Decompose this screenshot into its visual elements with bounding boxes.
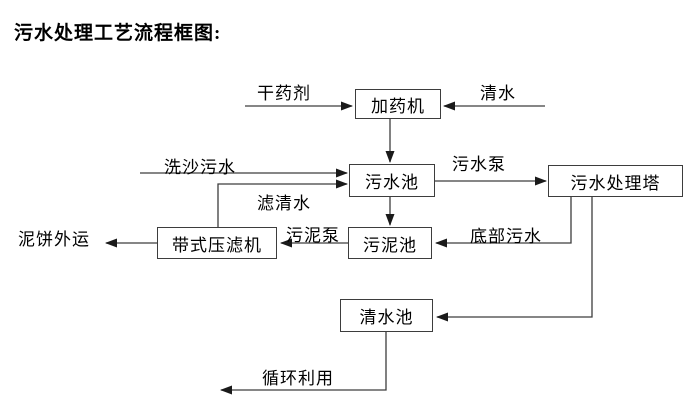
flow-label-mud-cake-out: 泥饼外运 (18, 230, 90, 249)
node-belt-filter-press: 带式压滤机 (157, 227, 277, 259)
edge-filtered-water-to-sewage-pool (217, 179, 348, 227)
node-treatment-tower-label: 污水处理塔 (570, 173, 661, 193)
flow-label-filtered-water: 滤清水 (257, 194, 311, 213)
flow-label-bottom-sewage: 底部污水 (470, 227, 542, 246)
node-sewage-pool: 污水池 (349, 164, 435, 197)
node-sludge-pool-label: 污泥池 (363, 235, 417, 255)
diagram-title: 污水处理工艺流程框图: (14, 23, 222, 44)
node-clean-water-pool-label: 清水池 (359, 308, 414, 327)
edge-clean-water-pool-to-recycling (220, 332, 387, 395)
edge-bottom-sewage-to-sludge-pool (435, 197, 572, 248)
node-dosing-machine: 加药机 (355, 89, 441, 119)
node-dosing-machine-label: 加药机 (371, 96, 425, 116)
node-sludge-pool: 污泥池 (348, 227, 432, 259)
flow-label-recycling: 循环利用 (262, 369, 334, 388)
node-sewage-pool-label: 污水池 (365, 173, 419, 192)
node-clean-water-pool: 清水池 (340, 299, 433, 332)
edge-treatment-tower-to-clean-water-pool (436, 197, 593, 322)
node-treatment-tower: 污水处理塔 (548, 165, 683, 197)
flow-label-dry-agent: 干药剂 (257, 84, 311, 103)
flow-label-clean-water: 清水 (480, 84, 516, 103)
flow-label-sludge-pump: 污泥泵 (286, 226, 340, 245)
flow-label-sand-washing-sewage: 洗沙污水 (164, 158, 236, 177)
node-belt-filter-press-label: 带式压滤机 (172, 235, 262, 255)
flow-label-sewage-pump: 污水泵 (452, 155, 506, 174)
